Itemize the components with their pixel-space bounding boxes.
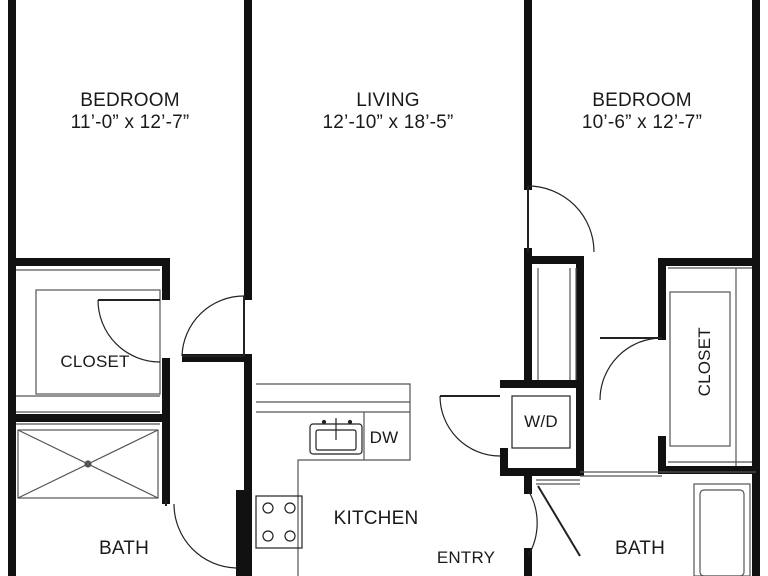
dishwasher-label: DW [369, 428, 399, 447]
washer-dryer-unit [511, 395, 571, 449]
stove [255, 495, 303, 549]
bedroom-left-name: BEDROOM [80, 90, 180, 111]
bedroom-left-dims: 11’-0” x 12’-7” [70, 111, 190, 133]
entry-label: ENTRY [436, 548, 496, 567]
bedroom-left-label: BEDROOM 11’-0” x 12’-7” [30, 90, 230, 134]
washer-dryer-label: W/D [524, 412, 558, 431]
walls [8, 0, 760, 576]
closet-right-label: CLOSET [695, 327, 715, 397]
kitchen-sink [309, 418, 363, 455]
living-name: LIVING [356, 90, 420, 111]
bath-left-label: BATH [98, 538, 150, 559]
closet-left-label: CLOSET [60, 352, 130, 371]
living-label: LIVING 12’-10” x 18’-5” [288, 90, 488, 134]
bedroom-right-dims: 10’-6” x 12’-7” [581, 111, 703, 133]
bath-right-label: BATH [614, 538, 666, 559]
bedroom-right-label: BEDROOM 10’-6” x 12’-7” [542, 90, 742, 134]
kitchen-label: KITCHEN [333, 508, 419, 529]
bedroom-right-name: BEDROOM [592, 90, 692, 111]
shower [17, 429, 159, 499]
doors [97, 185, 663, 569]
living-dims: 12’-10” x 18’-5” [322, 111, 454, 133]
thin-lines [16, 267, 756, 576]
